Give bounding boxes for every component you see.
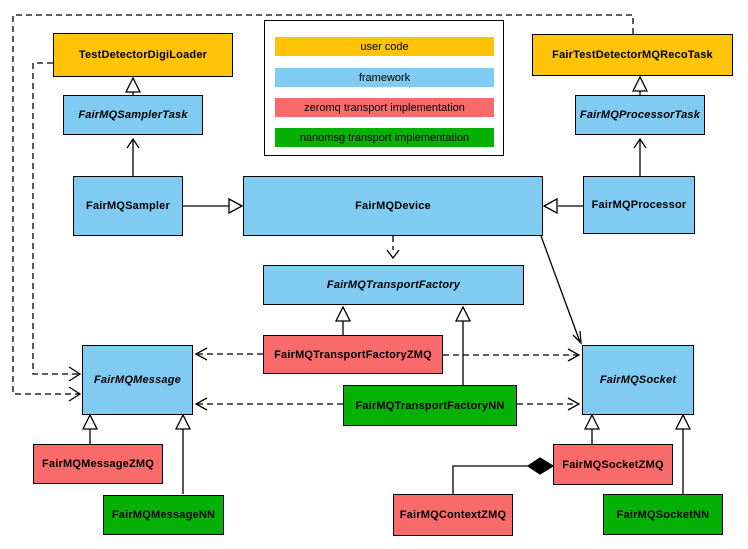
node-label: FairMQSampler (86, 200, 170, 212)
legend-item-framework: framework (275, 68, 494, 87)
node-fairmqtransportfactoryzmq: FairMQTransportFactoryZMQ (263, 335, 443, 374)
legend-label: user code (360, 40, 409, 53)
node-fairmqtransportfactory: FairMQTransportFactory (263, 265, 524, 305)
node-fairtestdetectormqrecotask: FairTestDetectorMQRecoTask (532, 34, 733, 76)
node-fairmqprocessortask: FairMQProcessorTask (575, 95, 705, 135)
edge-dep-factoryzmq-message (194, 347, 263, 361)
node-fairmqsamplertask: FairMQSamplerTask (63, 95, 203, 135)
edge-gen-messagenn-message (174, 413, 192, 494)
node-label: FairMQTransportFactory (326, 279, 461, 291)
legend-item-zeromq: zeromq transport implementation (275, 98, 494, 117)
node-label: FairMQMessageZMQ (41, 458, 154, 470)
node-label: FairMQSocketZMQ (562, 458, 664, 471)
node-label: FairMQTransportFactoryZMQ (274, 348, 432, 361)
legend-label: framework (358, 71, 411, 84)
edge-gen-socketzmq-socket (583, 413, 601, 444)
edge-assoc-sampler-samplertask (126, 137, 140, 176)
legend: user code framework zeromq transport imp… (264, 20, 504, 156)
edge-gen-factorynn-transportfactory (454, 305, 472, 385)
node-fairmqtransportfactorynn: FairMQTransportFactoryNN (343, 385, 517, 426)
node-label: FairMQTransportFactoryNN (355, 399, 505, 412)
node-label: FairTestDetectorMQRecoTask (552, 49, 713, 61)
node-fairmqsampler: FairMQSampler (73, 176, 183, 236)
node-fairmqmessagenn: FairMQMessageNN (103, 495, 224, 535)
node-fairmqdevice: FairMQDevice (243, 176, 543, 236)
node-label: FairMQMessage (94, 374, 181, 386)
node-fairmqsocketnn: FairMQSocketNN (603, 494, 723, 535)
node-fairmqmessage: FairMQMessage (82, 345, 193, 415)
node-testdetectordigiloader: TestDetectorDigiLoader (53, 33, 233, 77)
edge-dep-factorynn-message (194, 397, 343, 411)
edge-dep-factoryzmq-socket (443, 348, 581, 362)
edge-dep-digiloader-message (32, 62, 82, 382)
edge-gen-messagezmq-message (81, 413, 99, 444)
node-label: FairMQDevice (355, 200, 431, 212)
node-label: TestDetectorDigiLoader (78, 49, 208, 61)
edge-gen-processortask-recotask (631, 75, 649, 95)
node-label: FairMQContextZMQ (399, 509, 507, 521)
node-label: FairMQSamplerTask (78, 109, 188, 121)
edge-gen-processor-device (542, 197, 583, 215)
legend-item-user-code: user code (275, 37, 494, 56)
edge-gen-socketnn-socket (674, 413, 692, 494)
legend-label: nanomsg transport implementation (299, 131, 470, 144)
node-label: FairMQMessageNN (111, 509, 216, 521)
node-fairmqprocessor: FairMQProcessor (583, 176, 695, 234)
node-label: FairMQSocket (599, 374, 677, 386)
edge-dep-recotask-message (12, 14, 634, 402)
node-fairmqcontextzmq: FairMQContextZMQ (393, 494, 513, 536)
edge-gen-factoryzmq-transportfactory (334, 305, 352, 335)
node-label: FairMQProcessor (591, 199, 687, 211)
node-label: FairMQProcessorTask (579, 109, 701, 121)
edge-comp-contextzmq-socketzmq (452, 457, 555, 494)
edge-dep-device-transportfactory (386, 236, 400, 260)
edge-gen-samplertask-digiloader (124, 76, 142, 95)
node-fairmqsocketzmq: FairMQSocketZMQ (553, 444, 673, 485)
edge-gen-sampler-device (183, 197, 244, 215)
node-label: FairMQSocketNN (616, 508, 710, 521)
edge-assoc-device-socket (540, 235, 582, 345)
legend-label: zeromq transport implementation (304, 101, 465, 114)
edge-assoc-processor-processortask (633, 137, 647, 176)
node-fairmqsocket: FairMQSocket (582, 345, 694, 415)
legend-item-nanomsg: nanomsg transport implementation (275, 128, 494, 147)
edge-dep-factorynn-socket (517, 397, 581, 411)
node-fairmqmessagezmq: FairMQMessageZMQ (33, 444, 163, 484)
